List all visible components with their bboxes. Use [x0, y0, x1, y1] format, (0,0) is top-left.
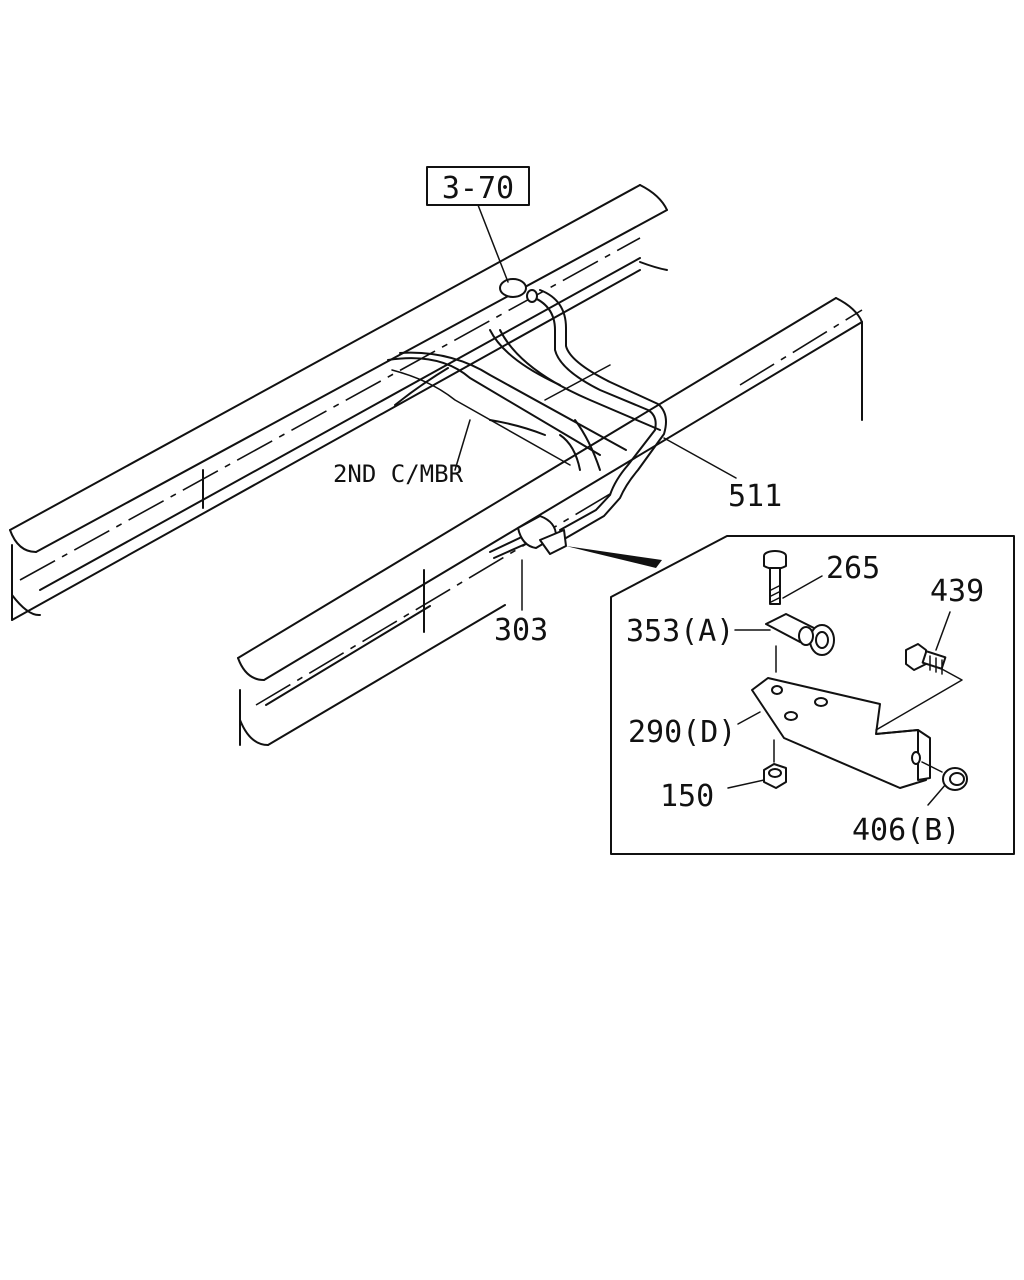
nut-150: [763, 763, 787, 789]
detail-inset: [610, 535, 1015, 855]
callout-511: 511: [728, 479, 782, 514]
callout-290d: 290(D): [628, 715, 736, 750]
clip-353a: [765, 613, 835, 656]
callout-406b: 406(B): [852, 813, 960, 848]
clip-assembly: [489, 515, 662, 568]
bracket-290d: [751, 645, 963, 789]
leader-lines: [454, 204, 951, 806]
second-cross-member: [387, 329, 661, 471]
callout-150: 150: [660, 779, 714, 814]
reference-box: [426, 166, 530, 206]
bolt-265: [763, 550, 787, 605]
bolt-439: [905, 643, 947, 675]
left-frame-rail: [9, 184, 668, 621]
inset-frame: [610, 535, 1015, 855]
nut-406b: [921, 761, 968, 791]
reference-label: 3-70: [442, 171, 514, 206]
detail-pointer: [566, 546, 662, 568]
cross-member-label: 2ND C/MBR: [333, 460, 464, 488]
callout-303: 303: [494, 613, 548, 648]
callout-353a: 353(A): [626, 614, 734, 649]
callout-439: 439: [930, 574, 984, 609]
pipe-union-fitting: [499, 278, 527, 298]
brake-pipe: [499, 278, 667, 539]
right-frame-rail: [237, 297, 863, 746]
callout-265: 265: [826, 551, 880, 586]
